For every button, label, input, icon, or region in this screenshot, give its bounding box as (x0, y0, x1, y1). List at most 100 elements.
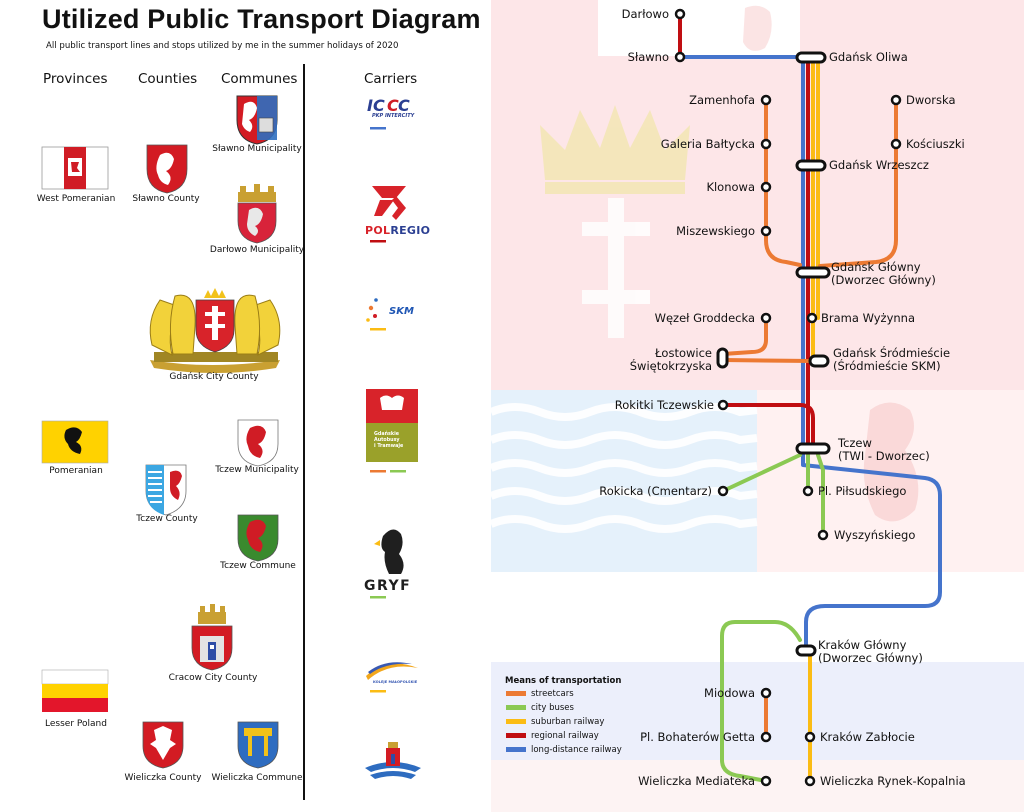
label-miszewskiego: Miszewskiego (676, 224, 755, 238)
emblems: IC C C (41, 95, 421, 779)
interchange-oliwa[interactable] (795, 51, 827, 64)
station-labels: Darłowo Sławno Gdańsk Oliwa Zamenhofa Dw… (599, 7, 965, 788)
darlowo-municipality-shield (237, 184, 277, 244)
interchange-glowny[interactable] (795, 266, 831, 279)
svg-text:long-distance railway: long-distance railway (531, 745, 622, 755)
label-wrzeszcz: Gdańsk Wrzeszcz (829, 158, 929, 172)
slawno-municipality-shield (236, 95, 278, 145)
stop-kosciuszki[interactable] (890, 138, 902, 150)
stop-rynek[interactable] (804, 775, 816, 787)
route-streetcar-lostowice (721, 358, 814, 363)
legend-item-city-buses: city buses (506, 703, 575, 713)
polregio-logo (370, 186, 406, 243)
cracow-city-shield (191, 604, 233, 671)
route-regional-rokitki (721, 403, 815, 450)
legend-item-regional: regional railway (506, 731, 599, 741)
province-label-pomeranian: Pomeranian (49, 466, 103, 476)
page-title: Utilized Public Transport Diagram (42, 4, 481, 34)
commune-label-wieliczka: Wieliczka Commune (211, 773, 303, 783)
cross-watermark (582, 198, 650, 338)
intercity-label: PKP INTERCITY (372, 113, 415, 119)
column-divider (303, 64, 305, 800)
label-lostowice-1: Łostowice (654, 346, 712, 360)
label-darlowo: Darłowo (622, 7, 669, 21)
svg-text:suburban railway: suburban railway (531, 717, 604, 727)
label-galeria: Galeria Bałtycka (661, 137, 755, 151)
commune-label-tczew-commune: Tczew Commune (220, 561, 296, 571)
label-rynek: Wieliczka Rynek-Kopalnia (820, 774, 966, 788)
skm-logo (366, 298, 386, 331)
legend: Means of transportation streetcars city … (505, 676, 622, 755)
label-srodmiescie-2: (Śródmieście SKM) (833, 358, 941, 373)
province-label-west-pomeranian: West Pomeranian (36, 194, 116, 204)
interchange-wrzeszcz[interactable] (795, 159, 827, 172)
county-label-wieliczka: Wieliczka County (124, 773, 202, 783)
label-wyszynskiego: Wyszyńskiego (834, 528, 915, 542)
label-rokitki: Rokitki Tczewskie (615, 398, 714, 412)
label-krakow-1: Kraków Główny (818, 638, 907, 652)
legend-swatch-suburban (506, 719, 526, 724)
label-glowny-1: Gdańsk Główny (831, 260, 921, 274)
stop-wezel[interactable] (760, 312, 772, 324)
stop-zablocie[interactable] (804, 731, 816, 743)
route-long-distance (678, 55, 942, 652)
interchange-srodmiescie[interactable] (808, 354, 830, 368)
county-label-tczew: Tczew County (136, 514, 198, 524)
legend-swatch-regional (506, 733, 526, 738)
label-mediateka: Wieliczka Mediateka (638, 774, 755, 788)
stop-miodowa[interactable] (760, 687, 772, 699)
stop-pilsudskiego[interactable] (802, 485, 814, 497)
page-subtitle: All public transport lines and stops uti… (46, 41, 399, 51)
label-rokicka: Rokicka (Cmentarz) (599, 484, 712, 498)
stop-dworska[interactable] (890, 94, 902, 106)
label-slawno: Sławno (628, 50, 669, 64)
interchanges (716, 51, 831, 657)
stop-miszewskiego[interactable] (760, 225, 772, 237)
stop-brama[interactable] (806, 312, 818, 324)
stop-klonowa[interactable] (760, 181, 772, 193)
stop-rokitki[interactable] (717, 399, 729, 411)
label-lostowice-2: Świętokrzyska (630, 358, 712, 373)
tczew-commune-shield (237, 514, 279, 562)
header-carriers: Carriers (364, 71, 418, 87)
legend-swatch-long-distance (506, 747, 526, 752)
stop-mediateka[interactable] (760, 775, 772, 787)
label-tczew-2: (TWI - Dworzec) (838, 449, 930, 463)
route-bus-wieliczka (720, 620, 802, 783)
interchange-krakow[interactable] (795, 644, 817, 657)
intercity-logo: IC C C (366, 95, 412, 130)
interchange-tczew[interactable] (795, 442, 831, 455)
stop-bohaterow[interactable] (760, 731, 772, 743)
gryf-label: GRYF (364, 578, 412, 594)
label-srodmiescie-1: Gdańsk Śródmieście (833, 345, 950, 360)
slawno-county-shield (146, 144, 188, 194)
tczew-county-shield (145, 464, 187, 516)
mpk-krakow-logo (365, 742, 421, 779)
county-label-slawno: Sławno County (132, 194, 200, 204)
stop-darlowo[interactable] (674, 8, 686, 20)
stop-galeria[interactable] (760, 138, 772, 150)
label-gdansk-oliwa: Gdańsk Oliwa (829, 50, 908, 64)
west-pomeranian-flag (41, 146, 109, 190)
svg-text:C: C (398, 96, 410, 115)
province-label-lesser-poland: Lesser Poland (45, 719, 107, 729)
legend-swatch-city-buses (506, 705, 526, 710)
koleje-malopolskie-logo (366, 662, 418, 693)
interchange-lostowice[interactable] (716, 347, 729, 369)
stop-rokicka[interactable] (717, 485, 729, 497)
header-communes: Communes (221, 71, 298, 87)
svg-text:regional railway: regional railway (531, 731, 599, 741)
crown-watermark (540, 105, 690, 194)
pomeranian-flag (41, 420, 109, 464)
stop-wyszynskiego[interactable] (817, 529, 829, 541)
stop-zamenhofa[interactable] (760, 94, 772, 106)
legend-swatch-streetcars (506, 691, 526, 696)
tczew-municipality-shield (237, 419, 279, 467)
label-pilsudskiego: Pl. Piłsudskiego (818, 484, 906, 498)
label-dworska: Dworska (906, 93, 956, 107)
stop-slawno[interactable] (674, 51, 686, 63)
svg-text:streetcars: streetcars (531, 689, 574, 699)
svg-text:city buses: city buses (531, 703, 575, 713)
